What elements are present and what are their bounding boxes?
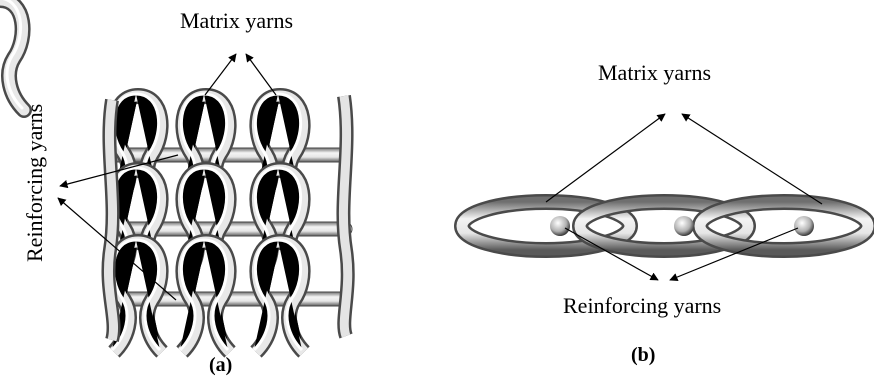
panel-b-matrix-yarns-label: Matrix yarns [598,60,711,86]
panel-a-reinforcing-yarns-label: Reinforcing yarns [22,104,48,262]
panel-b-caption: (b) [631,344,655,367]
panel-a-knit-fabric [0,0,352,352]
panel-b-reinforcing-yarns-label: Reinforcing yarns [563,293,721,319]
panel-b-chain [462,114,868,280]
panel-a-caption: (a) [209,354,232,377]
panel-a-matrix-yarns-label: Matrix yarns [180,8,293,34]
panel-a-matrix-loops [0,0,24,110]
